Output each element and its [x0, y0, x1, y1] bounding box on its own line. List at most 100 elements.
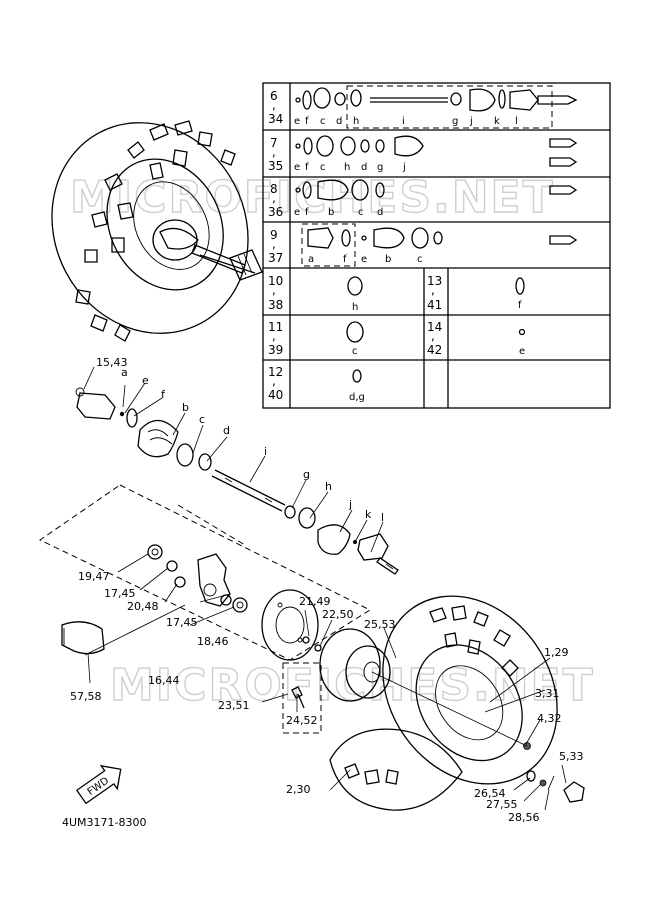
svg-text:13: 13	[427, 274, 442, 288]
callout-j: j	[348, 498, 352, 511]
svg-text:d: d	[336, 116, 342, 127]
callout-20-48: 20,48	[127, 600, 159, 613]
svg-text:e: e	[519, 346, 525, 357]
callout-17-45-right: 17,45	[166, 616, 198, 629]
document-code: 4UM3171-8300	[62, 816, 147, 829]
callout-18-46: 18,46	[197, 635, 229, 648]
svg-text:e: e	[294, 162, 300, 173]
callout-25-53: 25,53	[364, 618, 396, 631]
callout-57-58: 57,58	[70, 690, 102, 703]
svg-text:g: g	[377, 162, 383, 173]
callout-5-33: 5,33	[559, 750, 584, 763]
svg-text:f: f	[518, 300, 522, 311]
callout-i: i	[264, 445, 267, 458]
callout-24-52: 24,52	[286, 714, 318, 727]
callout-b: b	[182, 401, 189, 414]
svg-text:,: ,	[272, 191, 276, 205]
callout-e: e	[142, 374, 149, 387]
callout-17-45-left: 17,45	[104, 587, 136, 600]
callout-labels: 15,43 a e f b c d i g h j k l 19,47 17,4…	[70, 356, 584, 824]
callout-3-31: 3,31	[535, 687, 560, 700]
svg-text:c: c	[358, 207, 364, 218]
svg-text:,: ,	[272, 98, 276, 112]
svg-text:41: 41	[427, 298, 442, 312]
callout-a: a	[121, 366, 128, 379]
svg-text:7: 7	[270, 136, 278, 150]
callout-f: f	[161, 388, 166, 401]
callout-l: l	[381, 511, 384, 524]
svg-text:11: 11	[268, 320, 283, 334]
svg-text:l: l	[515, 116, 518, 127]
svg-text:c: c	[417, 254, 423, 265]
callout-27-55: 27,55	[486, 798, 518, 811]
callout-h: h	[325, 480, 332, 493]
upper-wheel-assembly	[51, 120, 263, 342]
svg-text:f: f	[305, 116, 309, 127]
callout-21-49: 21,49	[299, 595, 331, 608]
callout-1-29: 1,29	[544, 646, 569, 659]
svg-text:9: 9	[270, 228, 278, 242]
svg-text:,: ,	[272, 374, 276, 388]
callout-k: k	[365, 508, 372, 521]
watermark-top: MICROFICHES.NET	[70, 172, 555, 223]
svg-text:d: d	[377, 207, 383, 218]
svg-text:12: 12	[268, 365, 283, 379]
svg-text:34: 34	[268, 112, 283, 126]
driveshaft-exploded	[75, 387, 399, 575]
svg-text:14: 14	[427, 320, 442, 334]
svg-text:e: e	[361, 254, 367, 265]
svg-text:35: 35	[268, 159, 283, 173]
svg-text:i: i	[402, 116, 405, 127]
svg-text:6: 6	[270, 89, 278, 103]
svg-text:39: 39	[268, 343, 283, 357]
callout-g: g	[303, 468, 310, 481]
svg-text:42: 42	[427, 343, 442, 357]
svg-text:f: f	[343, 254, 347, 265]
callout-23-51: 23,51	[218, 699, 250, 712]
svg-text:37: 37	[268, 251, 283, 265]
svg-text:j: j	[402, 162, 406, 173]
svg-text:36: 36	[268, 205, 283, 219]
svg-text:k: k	[494, 116, 500, 127]
svg-text:c: c	[320, 116, 326, 127]
callout-d: d	[223, 424, 230, 437]
callout-c: c	[199, 413, 205, 426]
svg-text:,: ,	[431, 329, 435, 343]
svg-text:,: ,	[272, 283, 276, 297]
svg-text:e: e	[294, 207, 300, 218]
fwd-arrow-icon: FWD	[75, 764, 122, 805]
callout-19-47: 19,47	[78, 570, 110, 583]
svg-text:g: g	[452, 116, 458, 127]
svg-text:,: ,	[431, 283, 435, 297]
callout-22-50: 22,50	[322, 608, 354, 621]
svg-text:d: d	[361, 162, 367, 173]
svg-text:38: 38	[268, 298, 283, 312]
lower-wheel-assembly	[261, 589, 585, 811]
callout-2-30: 2,30	[286, 783, 311, 796]
svg-text:c: c	[352, 346, 358, 357]
svg-text:h: h	[352, 302, 358, 313]
svg-text:f: f	[305, 207, 309, 218]
svg-text:j: j	[469, 116, 473, 127]
svg-text:,: ,	[272, 237, 276, 251]
reference-table: 6,34 7,35 8,36 9,37 10,38 11,39 12,40 13…	[262, 82, 611, 409]
svg-text:b: b	[385, 254, 391, 265]
callout-28-56: 28,56	[508, 811, 540, 824]
svg-text:40: 40	[268, 388, 283, 402]
svg-text:b: b	[328, 207, 334, 218]
svg-text:8: 8	[270, 182, 278, 196]
svg-text:e: e	[294, 116, 300, 127]
svg-text:f: f	[305, 162, 309, 173]
svg-text:10: 10	[268, 274, 283, 288]
svg-text:,: ,	[272, 145, 276, 159]
leader-lines	[83, 366, 567, 811]
svg-text:d,g: d,g	[349, 392, 365, 403]
svg-text:,: ,	[272, 329, 276, 343]
svg-text:a: a	[308, 254, 314, 265]
callout-4-32: 4,32	[537, 712, 562, 725]
callout-15-43: 15,43	[96, 356, 128, 369]
callout-26-54: 26,54	[474, 787, 506, 800]
watermark-bottom: MICROFICHES.NET	[110, 660, 595, 711]
svg-text:c: c	[320, 162, 326, 173]
